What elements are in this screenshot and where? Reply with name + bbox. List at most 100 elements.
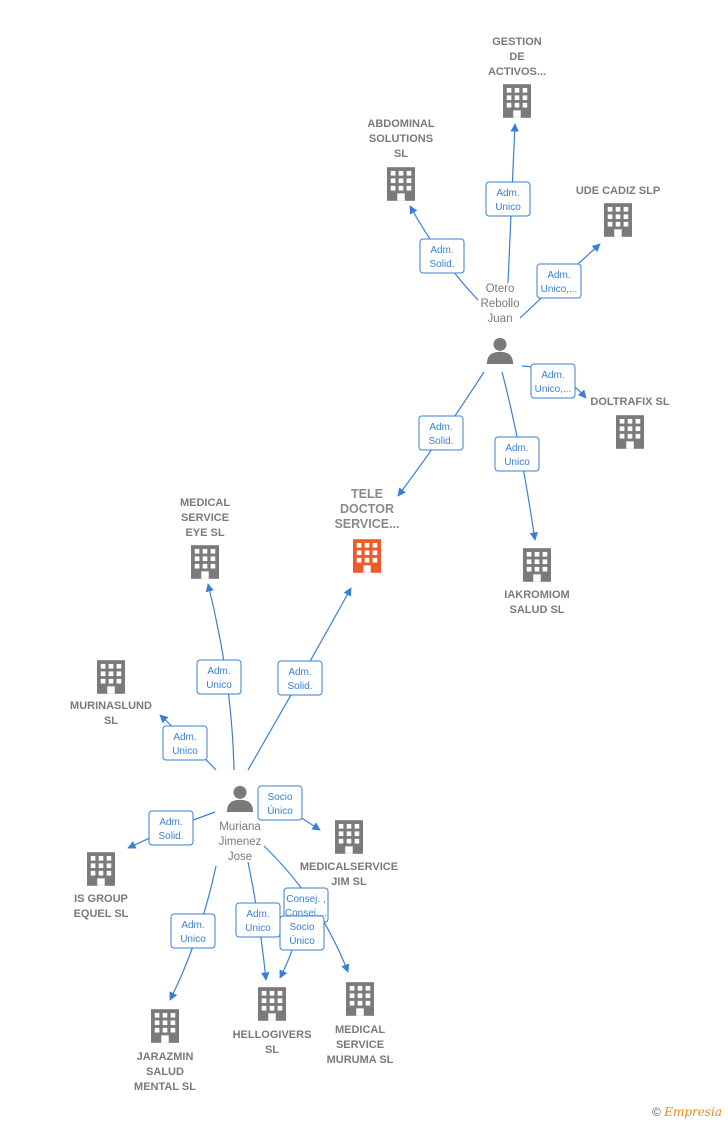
company-node-doltrafix[interactable]: DOLTRAFIX SL [590, 396, 670, 449]
role-text: Adm. [541, 370, 564, 381]
company-label: DE [509, 51, 524, 63]
company-label: GESTION [492, 36, 542, 48]
role-text: Adm. [159, 817, 182, 828]
role-text: Unico,... [535, 384, 572, 395]
person-label: Jimenez [219, 836, 262, 848]
role-badge-muriana-isgroup[interactable]: Adm.Solid. [148, 810, 194, 846]
role-badge-otero-gestion[interactable]: Adm. Unico [485, 181, 531, 217]
company-label: SL [394, 148, 408, 160]
company-node-medicaljim[interactable]: MEDICALSERVICE JIM SL [300, 820, 398, 888]
company-label: EQUEL SL [74, 908, 129, 920]
role-badge-frame [196, 659, 242, 695]
role-badge-frame [162, 725, 208, 761]
company-node-muruma[interactable]: MEDICAL SERVICE MURUMA SL [327, 982, 394, 1066]
person-label: Jose [228, 851, 252, 863]
building-icon [346, 982, 374, 1016]
role-badge-frame [494, 436, 540, 472]
company-label: MEDICALSERVICE [300, 861, 398, 873]
person-label: Otero [486, 283, 515, 295]
role-badge-frame [279, 915, 325, 951]
building-icon [353, 539, 381, 573]
role-text: Unico,... [541, 284, 578, 295]
company-node-gestion[interactable]: GESTION DE ACTIVOS... [488, 36, 546, 118]
role-text: Solid. [428, 436, 453, 447]
company-label: JARAZMIN [137, 1051, 194, 1063]
person-label: Muriana [219, 821, 261, 833]
role-text: Unico [245, 923, 271, 934]
role-text: Adm. [429, 422, 452, 433]
company-label: UDE CADIZ SLP [576, 185, 660, 197]
building-icon [523, 548, 551, 582]
company-node-udecadiz[interactable]: UDE CADIZ SLP [576, 185, 660, 237]
role-text: Unico [180, 934, 206, 945]
role-badge-otero-udecadiz[interactable]: Adm.Unico,... [536, 263, 582, 299]
building-icon [335, 820, 363, 854]
role-badge-otero-teledoctor[interactable]: Adm. Solid. [418, 415, 464, 451]
company-label: SOLUTIONS [369, 133, 433, 145]
role-badge-muriana-hellogivers[interactable]: Adm. Unico [235, 902, 281, 938]
building-icon [258, 987, 286, 1021]
role-badge-otero-abdominal[interactable]: Adm.Solid. [419, 238, 465, 274]
role-badge-muriana-jarazmin[interactable]: Adm. Unico [170, 913, 216, 949]
role-text: Socio [267, 792, 292, 803]
building-icon [151, 1009, 179, 1043]
company-node-jarazmin[interactable]: JARAZMIN SALUD MENTAL SL [134, 1009, 196, 1093]
role-text: Unico [172, 746, 198, 757]
role-text: Adm. [496, 188, 519, 199]
role-text: Adm. [288, 667, 311, 678]
role-text: Consej.... [285, 908, 327, 919]
company-label: HELLOGIVERS [233, 1029, 312, 1041]
company-label: SALUD [146, 1066, 184, 1078]
building-icon [387, 167, 415, 201]
role-badge-muriana-murinaslund[interactable]: Adm.Unico [162, 725, 208, 761]
role-badge-muriana-teledoctor[interactable]: Adm. Solid. [277, 660, 323, 696]
role-text: Unico [495, 202, 521, 213]
role-badge-frame [485, 181, 531, 217]
company-label: MURUMA SL [327, 1054, 394, 1066]
role-text: Unico [504, 457, 530, 468]
company-label: SERVICE [181, 512, 229, 524]
company-label: MEDICAL [335, 1024, 385, 1036]
company-label: IAKROMIOM [504, 589, 569, 601]
role-badge-otero-iakromiom[interactable]: Adm. Unico [494, 436, 540, 472]
company-label: SL [104, 715, 118, 727]
role-badge-frame [148, 810, 194, 846]
role-text: Único [267, 804, 293, 817]
role-text: Único [289, 934, 315, 947]
company-label: ACTIVOS... [488, 66, 546, 78]
role-text: Adm. [181, 920, 204, 931]
company-label: IS GROUP [74, 893, 128, 905]
company-label: EYE SL [185, 527, 224, 539]
company-label: JIM SL [331, 876, 367, 888]
role-text: Adm. [246, 909, 269, 920]
building-icon [87, 852, 115, 886]
company-node-iakromiom[interactable]: IAKROMIOM SALUD SL [504, 548, 570, 616]
company-label: SERVICE [336, 1039, 384, 1051]
role-badge-muriana-medicaleye[interactable]: Adm.Unico [196, 659, 242, 695]
building-icon [616, 415, 644, 449]
role-text: Solid. [287, 681, 312, 692]
roles-layer: Adm.UnicoAdm.Solid.Adm.Unico,...Adm.Unic… [148, 181, 582, 951]
company-label: MENTAL SL [134, 1081, 196, 1093]
role-text: Consej. , [286, 894, 325, 905]
company-node-isgroup[interactable]: IS GROUP EQUEL SL [74, 852, 129, 920]
company-label: SALUD SL [510, 604, 565, 616]
role-badge-otero-doltrafix[interactable]: Adm. Unico,... [530, 363, 576, 399]
person-label: Juan [488, 313, 513, 325]
company-label: DOLTRAFIX SL [590, 396, 670, 408]
person-icon [486, 337, 514, 364]
building-icon [604, 203, 632, 237]
building-icon [191, 545, 219, 579]
role-text: Adm. [430, 245, 453, 256]
role-text: Adm. [505, 443, 528, 454]
company-node-teledoctor[interactable]: TELEDOCTORSERVICE... [334, 487, 400, 573]
